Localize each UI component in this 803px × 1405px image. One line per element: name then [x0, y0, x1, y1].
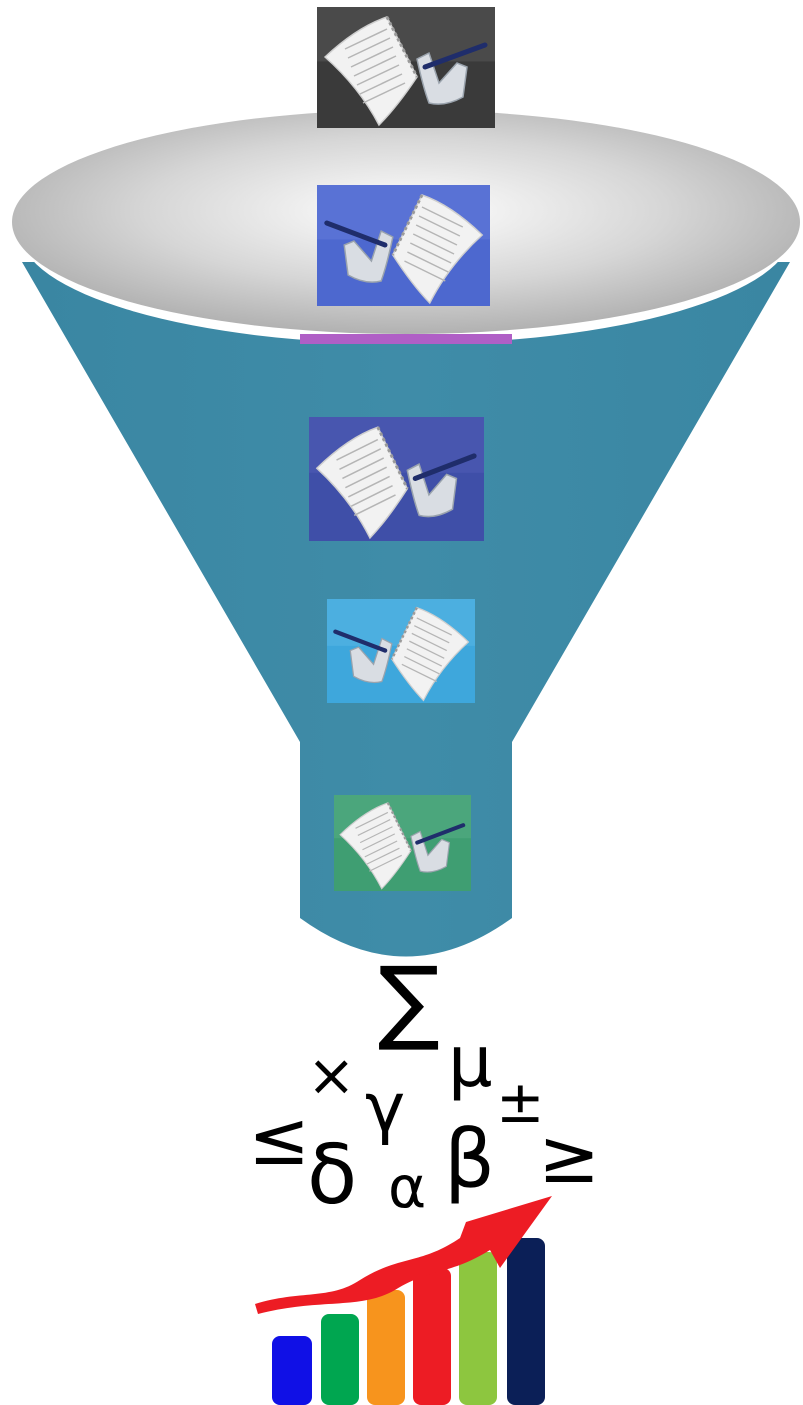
icon-dark	[317, 7, 495, 128]
mu-symbol: μ	[448, 1021, 493, 1103]
chart-bar-4	[413, 1268, 451, 1405]
delta-symbol: δ	[307, 1128, 358, 1223]
chart-bar-2	[321, 1314, 359, 1405]
document-sheet	[391, 606, 470, 702]
growth-arrow	[255, 1196, 552, 1314]
icon-green	[334, 795, 471, 891]
icon-blue	[317, 185, 490, 306]
chart-bar-5	[459, 1252, 497, 1405]
less-equal-symbol: ≤	[248, 1096, 311, 1182]
alpha-symbol: α	[388, 1153, 427, 1221]
document-sheet	[315, 426, 409, 540]
funnel-accent-strip	[300, 334, 512, 344]
chart-bar-1	[272, 1336, 312, 1405]
document-sheet	[323, 16, 418, 127]
document-sheet	[339, 802, 412, 890]
sigma-symbol: ∑	[378, 947, 440, 1054]
icon-indigo	[309, 417, 484, 541]
chart-bar-3	[367, 1290, 405, 1405]
greater-equal-symbol: ≥	[538, 1114, 601, 1200]
beta-symbol: β	[444, 1113, 496, 1206]
growth-chart	[255, 1196, 552, 1405]
times-symbol: ×	[307, 1041, 356, 1109]
chart-bar-6	[507, 1238, 545, 1405]
plus-minus-symbol: ±	[496, 1068, 545, 1136]
gamma-symbol: γ	[365, 1069, 406, 1148]
document-sheet	[391, 194, 484, 305]
icon-sky	[327, 599, 475, 703]
